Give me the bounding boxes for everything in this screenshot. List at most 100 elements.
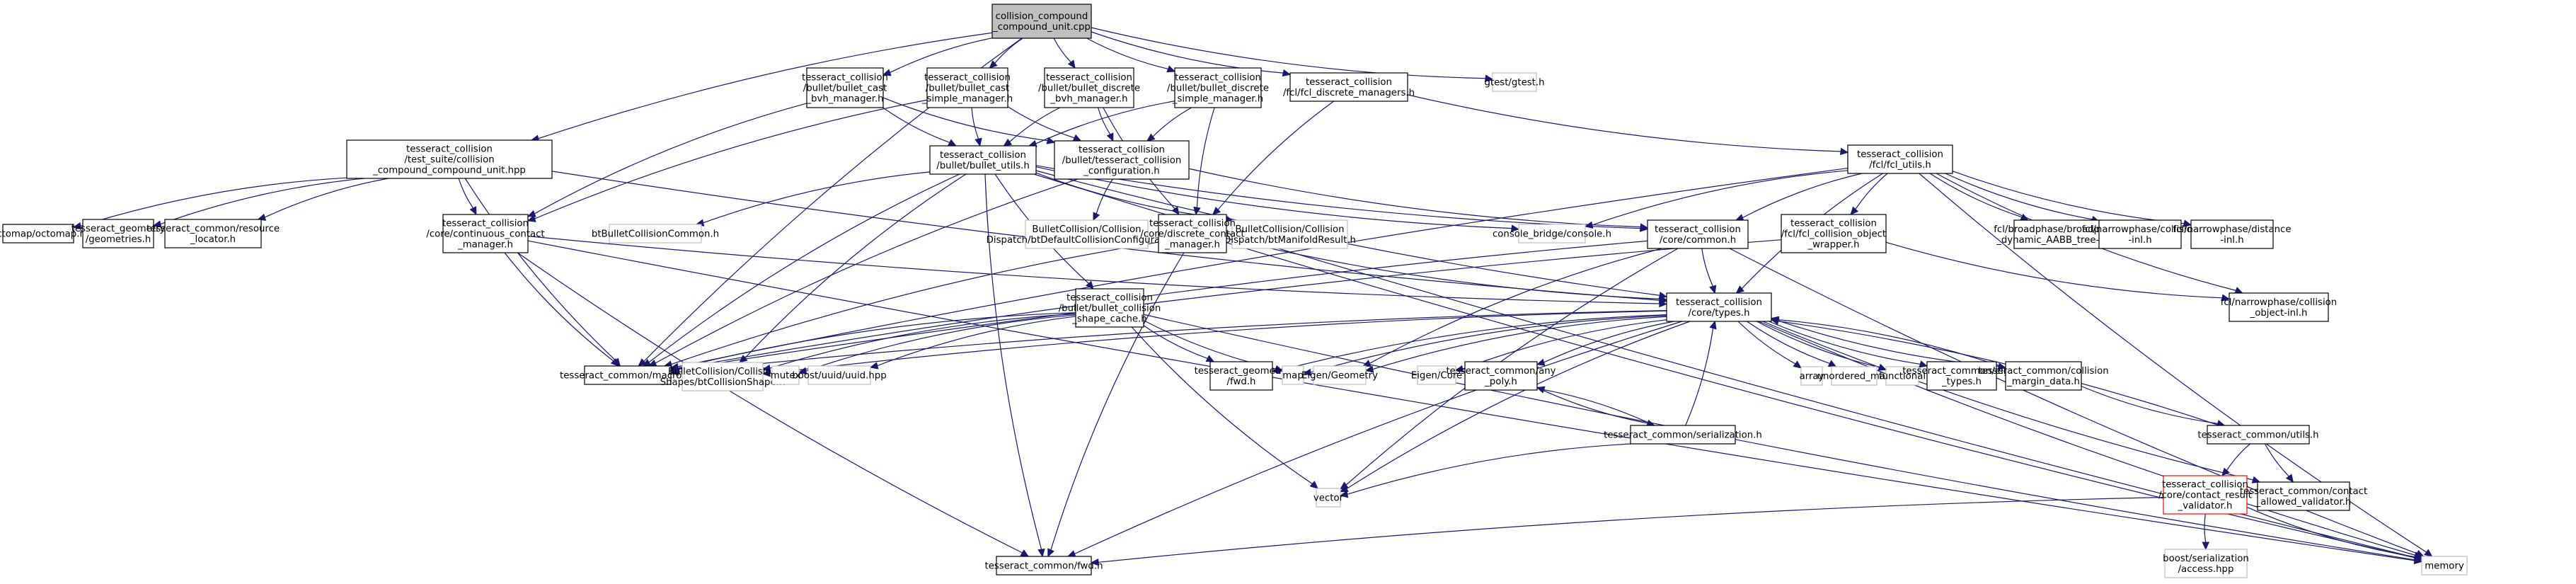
node-label: BulletCollision/Collision [1235,224,1344,235]
node-label: _configuration.h [1083,166,1160,177]
edge-line [1346,321,1691,489]
node-unordered-map[interactable]: unordered_map [1817,366,1892,386]
node-geom-fwd[interactable]: tesseract_geometry/fwd.h [1195,361,1289,391]
edge-tc-config-to-common [1188,168,1649,231]
node-fcl-disc[interactable]: tesseract_collision/fcl/fcl_discrete_man… [1283,72,1415,102]
node-allowed[interactable]: tesseract_common/contact_allowed_validat… [2240,481,2367,511]
node-map[interactable]: map [1282,365,1304,385]
edge-line [1310,315,1667,373]
edge-line [677,240,1648,370]
edge-line [1279,314,1667,371]
node-label: /bullet/bullet_discrete [1038,84,1140,94]
edge-cont-mgr-to-types [527,235,1668,308]
node-eigen-types[interactable]: tesseract_common/eigen_types.h [1902,361,2021,391]
arrowhead-icon [761,370,771,377]
edge-line [1885,241,2223,299]
node-resource[interactable]: tesseract_common/resource_locator.h [146,219,280,248]
node-functional[interactable]: functional [1879,366,1926,386]
node-crv[interactable]: tesseract_collision/core/contact_result_… [2158,475,2252,515]
edge-fcl-utils-to-fcl-dist-inl [1952,171,2192,227]
node-vector[interactable]: vector [1313,488,1344,508]
node-serialization[interactable]: tesseract_common/serialization.h [1604,425,1762,445]
node-label: Eigen/Geometry [1301,371,1378,382]
edge-cont-mgr-to-memory [527,240,2423,565]
edge-line [1372,316,1667,370]
arrowhead-icon [1166,65,1176,73]
node-label: collision_compound [996,11,1088,22]
node-fcl-broad[interactable]: fcl/broadphase/broadphase_dynamic_AABB_t… [1994,219,2122,249]
node-box [2190,219,2274,249]
node-label: octomap/octomap.h [0,229,86,240]
arrowhead-icon [869,362,879,370]
node-btshape[interactable]: BulletCollision/CollisionShapes/btCollis… [660,362,786,391]
node-cont-mgr[interactable]: tesseract_collision/core/continuous_cont… [426,214,545,253]
node-eigen-core[interactable]: Eigen/Core [1411,365,1462,385]
node-octomap[interactable]: octomap/octomap.h [0,224,86,244]
node-cast-simple[interactable]: tesseract_collision/bullet/bullet_cast_s… [921,67,1013,108]
node-mutex[interactable]: mutex [771,365,801,385]
node-suite[interactable]: tesseract_collision/test_suite/collision… [346,139,553,179]
node-geometries[interactable]: tesseract_geometry/geometries.h [71,219,166,248]
node-btdefault[interactable]: BulletCollision/CollisionDispatch/btDefa… [987,219,1188,249]
node-margin[interactable]: tesseract_common/collision_margin_data.h [1978,361,2109,391]
node-box [1926,361,1997,391]
edge-line [1701,248,1713,287]
node-tc-config[interactable]: tesseract_collision/bullet/tesseract_col… [1054,140,1190,180]
node-disc-mgr[interactable]: tesseract_collision/core/discrete_contac… [1140,214,1245,253]
node-memory[interactable]: memory [2421,556,2468,576]
arrowhead-icon [1484,74,1494,82]
node-utils[interactable]: tesseract_common/utils.h [2197,425,2319,445]
node-box [996,556,1092,576]
node-root[interactable]: collision_compound_compound_unit.cpp [991,4,1092,39]
node-fcl-obj-inl[interactable]: fcl/narrowphase/collision_object-inl.h [2221,292,2337,322]
edge-utils-to-types [1770,317,2220,426]
arrowhead-icon [2424,549,2433,557]
node-array[interactable]: array [1800,366,1824,386]
node-fcl-wrapper[interactable]: tesseract_collision/fcl/fcl_collision_ob… [1781,214,1887,253]
node-bullet-utils[interactable]: tesseract_collision/bullet/bullet_utils.… [929,145,1037,175]
node-gtest[interactable]: gtest/gtest.h [1484,72,1545,92]
node-box [82,219,154,248]
node-box [2,224,74,244]
node-boost-access[interactable]: boost/serialization/access.hpp [2163,549,2249,578]
edge-line [1762,321,2253,481]
edge-common-to-eigen-geom [1362,248,1662,367]
node-console[interactable]: console_bridge/console.h [1493,224,1611,244]
node-fcl-coll-inl[interactable]: fcl/narrowphase/collision-inl.h [2082,219,2198,249]
node-cast-bvh[interactable]: tesseract_collision/bullet/bullet_cast_b… [802,67,888,108]
node-fcl-dist-inl[interactable]: fcl/narrowphase/distance-inl.h [2173,219,2292,249]
node-btmanifold[interactable]: BulletCollision/CollisionDispatch/btMani… [1224,219,1356,249]
node-btcommon[interactable]: btBulletCollisionCommon.h [592,224,719,244]
edge-margin-to-types [1770,316,2006,369]
node-shape-cache[interactable]: tesseract_collision/bullet/bullet_collis… [1059,288,1161,328]
edge-disc-mgr-to-common-fwd [1047,252,1185,558]
node-uuid[interactable]: boost/uuid/uuid.hpp [792,365,887,385]
node-eigen-geom[interactable]: Eigen/Geometry [1301,365,1378,385]
arrowhead-icon [1146,133,1156,142]
node-macros[interactable]: tesseract_common/macros.h [560,365,696,385]
node-common[interactable]: tesseract_collision/core/common.h [1647,219,1749,249]
edge-bullet-utils-to-console [1035,166,1520,232]
edge-line [1747,321,1830,365]
node-types[interactable]: tesseract_collision/core/types.h [1666,292,1772,322]
node-disc-simple[interactable]: tesseract_collision/bullet/bullet_discre… [1167,67,1269,108]
node-fcl-utils[interactable]: tesseract_collision/fcl/fcl_utils.h [1847,144,1953,174]
arrowhead-icon [2413,553,2423,561]
node-label: _locator.h [190,234,236,245]
node-box [584,365,672,385]
edge-line [890,38,993,74]
node-box [771,365,800,385]
edge-types-to-memory [1758,321,2423,559]
node-label: fcl/narrowphase/collision [2082,224,2198,235]
node-box [1075,288,1144,328]
node-common-fwd[interactable]: tesseract_common/fwd.h [984,556,1103,576]
edge-line [1543,321,1674,363]
edge-line [464,178,616,361]
node-disc-bvh[interactable]: tesseract_collision/bullet/bullet_discre… [1038,67,1140,108]
edge-line [769,310,1667,374]
edge-line [2265,443,2289,477]
arrowhead-icon [1003,138,1013,147]
node-any-poly[interactable]: tesseract_common/any_poly.h [1446,361,1556,391]
arrowhead-icon [1020,549,1030,557]
edge-line [984,173,1042,550]
